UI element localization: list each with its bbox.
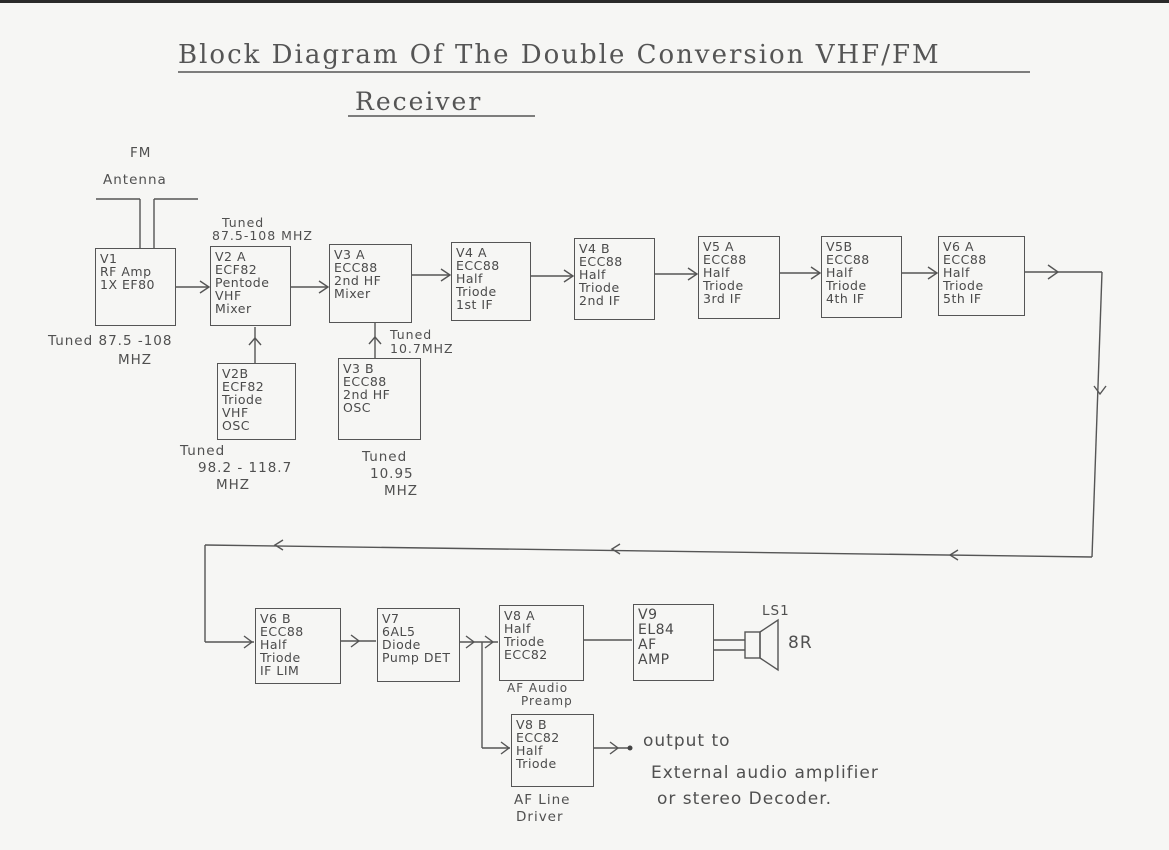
output-terminal <box>627 745 633 751</box>
diagram-title: Block Diagram Of The Double Conversion V… <box>178 40 941 70</box>
block-v3b-2nd-hf-osc: V3 B ECC88 2nd HF OSC <box>338 358 421 440</box>
note-tuned-v3a: Tuned 10.7MHZ <box>390 327 454 356</box>
note-tuned-v1: Tuned 87.5 -108 MHZ <box>48 333 173 368</box>
block-v1-rf-amp: V1 RF Amp 1X EF80 <box>95 248 176 326</box>
speaker-impedance: 8R <box>788 633 813 653</box>
block-v9-af-amp: V9 EL84 AF AMP <box>633 604 714 681</box>
scan-edge <box>0 0 1169 3</box>
block-v6a-5th-if: V6 A ECC88 Half Triode 5th IF <box>938 236 1025 316</box>
block-v2a-mixer: V2 A ECF82 Pentode VHF Mixer <box>210 246 291 326</box>
note-tuned-v2b: Tuned 98.2 - 118.7 MHZ <box>180 443 293 493</box>
note-tuned-v2a: Tuned 87.5-108 MHZ <box>212 215 313 243</box>
block-v4b-2nd-if: V4 B ECC88 Half Triode 2nd IF <box>574 238 655 320</box>
caption-v8a: AF Audio Preamp <box>507 681 573 708</box>
antenna-label-fm: FM <box>130 145 152 161</box>
loudspeaker-icon <box>714 618 779 672</box>
note-tuned-v3b: Tuned 10.95 MHZ <box>362 449 419 499</box>
caption-v8b: AF Line Driver <box>514 792 571 825</box>
block-v5a-3rd-if: V5 A ECC88 Half Triode 3rd IF <box>698 236 780 319</box>
antenna-label: Antenna <box>103 172 167 188</box>
block-v4a-1st-if: V4 A ECC88 Half Triode 1st IF <box>451 242 531 321</box>
block-v7-detector: V7 6AL5 Diode Pump DET <box>377 608 460 682</box>
block-v5b-4th-if: V5B ECC88 Half Triode 4th IF <box>821 236 902 318</box>
block-v6b-if-limiter: V6 B ECC88 Half Triode IF LIM <box>255 608 341 684</box>
block-v8b-line-driver: V8 B ECC82 Half Triode <box>511 714 594 787</box>
block-v3a-mixer: V3 A ECC88 2nd HF Mixer <box>329 244 412 323</box>
block-v8a-audio-preamp: V8 A Half Triode ECC82 <box>499 605 584 681</box>
block-v2b-vhf-osc: V2B ECF82 Triode VHF OSC <box>217 363 296 440</box>
output-note: output to External audio amplifier or st… <box>643 731 879 809</box>
speaker-ref: LS1 <box>762 603 790 619</box>
diagram-title-line2: Receiver <box>355 87 483 116</box>
